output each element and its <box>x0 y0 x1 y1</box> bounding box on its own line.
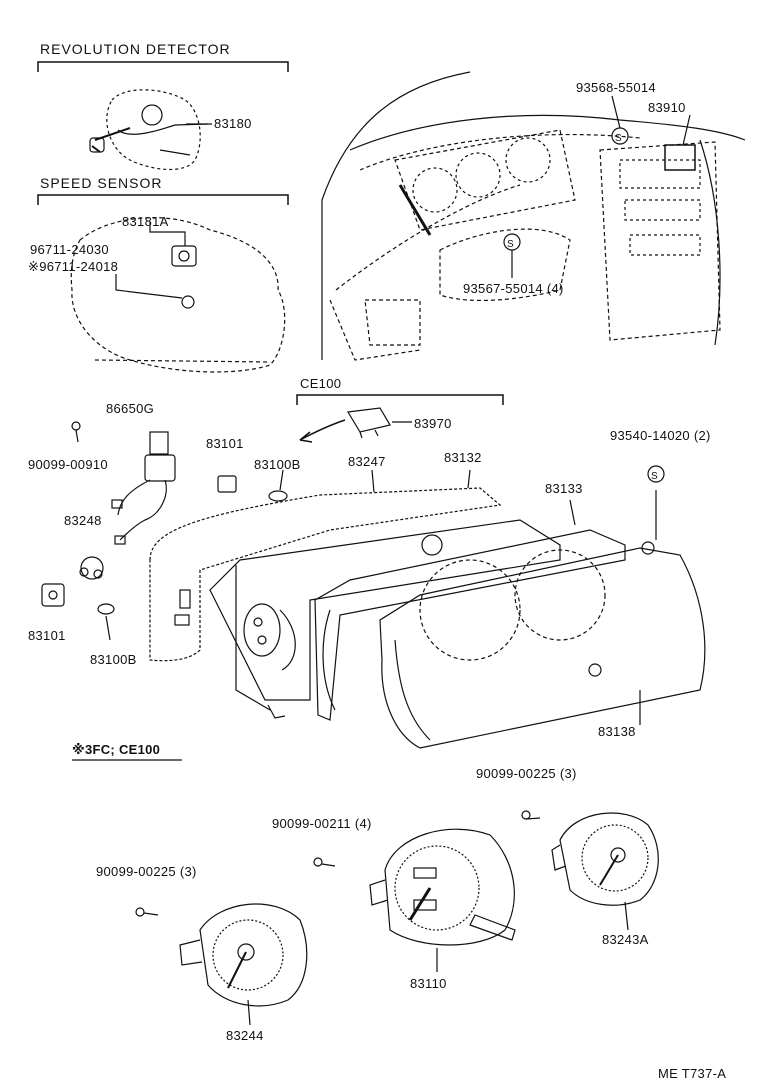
part-label-83910: 83910 <box>648 100 686 115</box>
footnote-label: ※3FC; CE100 <box>72 742 161 757</box>
part-label-83110: 83110 <box>410 976 447 991</box>
fuel-gauge-83243A <box>551 812 659 906</box>
part-label-90099-00225-right: 90099-00225 (3) <box>476 766 577 781</box>
socket-83101-lower <box>41 583 65 607</box>
part-label-93540-14020: 93540-14020 (2) <box>610 428 711 443</box>
part-label-90099-00225-left: 90099-00225 (3) <box>96 864 197 879</box>
relay-86650G <box>111 431 176 545</box>
transmission-housing <box>70 217 286 373</box>
part-label-90099-00211: 90099-00211 (4) <box>272 816 372 831</box>
bulb-83100B-upper <box>268 490 288 502</box>
diagram-code: ME T737-A <box>658 1066 727 1081</box>
part-label-90099-00910: 90099-00910 <box>28 457 108 472</box>
speed-sensor-part <box>171 245 197 309</box>
dashboard-overview: S S <box>321 71 746 361</box>
part-label-93568-55014: 93568-55014 <box>576 80 656 95</box>
temp-gauge-83244 <box>179 903 308 1007</box>
part-label-83244: 83244 <box>226 1028 264 1043</box>
part-label-96711-24030: 96711-24030 <box>30 242 109 257</box>
speedometer-83110 <box>369 828 516 946</box>
screw-90099-00225-left <box>135 907 159 917</box>
part-label-86650g: 86650G <box>106 401 155 416</box>
screw-90099-00910 <box>71 421 81 443</box>
ce100-header: CE100 <box>300 376 342 391</box>
socket-83101-upper <box>217 475 237 493</box>
part-label-83133: 83133 <box>545 481 583 496</box>
part-label-83243a: 83243A <box>602 932 649 947</box>
revolution-detector-header: REVOLUTION DETECTOR <box>40 41 231 57</box>
part-label-83181a: 83181A <box>122 214 169 229</box>
part-label-83180: 83180 <box>214 116 252 131</box>
speed-sensor-bracket <box>37 194 289 205</box>
part-label-83247: 83247 <box>348 454 386 469</box>
screw-90099-00225-right <box>521 810 541 820</box>
speed-sensor-header: SPEED SENSOR <box>40 175 163 191</box>
meter-panel-83133 <box>314 529 626 721</box>
meter-case-83132 <box>209 519 561 719</box>
part-label-83138: 83138 <box>598 724 636 739</box>
bulb-83100B-lower <box>97 603 115 615</box>
screw-90099-00211 <box>313 857 336 867</box>
part-label-83100b-upper: 83100B <box>254 457 301 472</box>
svg-text:S: S <box>615 133 622 144</box>
svg-text:S: S <box>651 471 658 482</box>
printed-circuit-83247 <box>149 487 502 662</box>
part-label-83101-lower: 83101 <box>28 628 66 643</box>
part-label-96711-24018: ※96711-24018 <box>28 259 119 274</box>
revolution-detector-bracket <box>37 61 289 72</box>
part-label-83100b-lower: 83100B <box>90 652 137 667</box>
part-83970 <box>347 407 391 439</box>
part-label-83970: 83970 <box>414 416 452 431</box>
socket-83248 <box>79 556 104 580</box>
part-label-93567-55014: 93567-55014 (4) <box>463 281 564 296</box>
part-label-83101-upper: 83101 <box>206 436 244 451</box>
meter-glass-83138 <box>379 541 706 749</box>
ce100-bracket <box>296 394 504 405</box>
revolution-detector-part <box>89 89 209 171</box>
svg-text:S: S <box>507 239 514 250</box>
part-label-83248: 83248 <box>64 513 102 528</box>
part-label-83132: 83132 <box>444 450 482 465</box>
